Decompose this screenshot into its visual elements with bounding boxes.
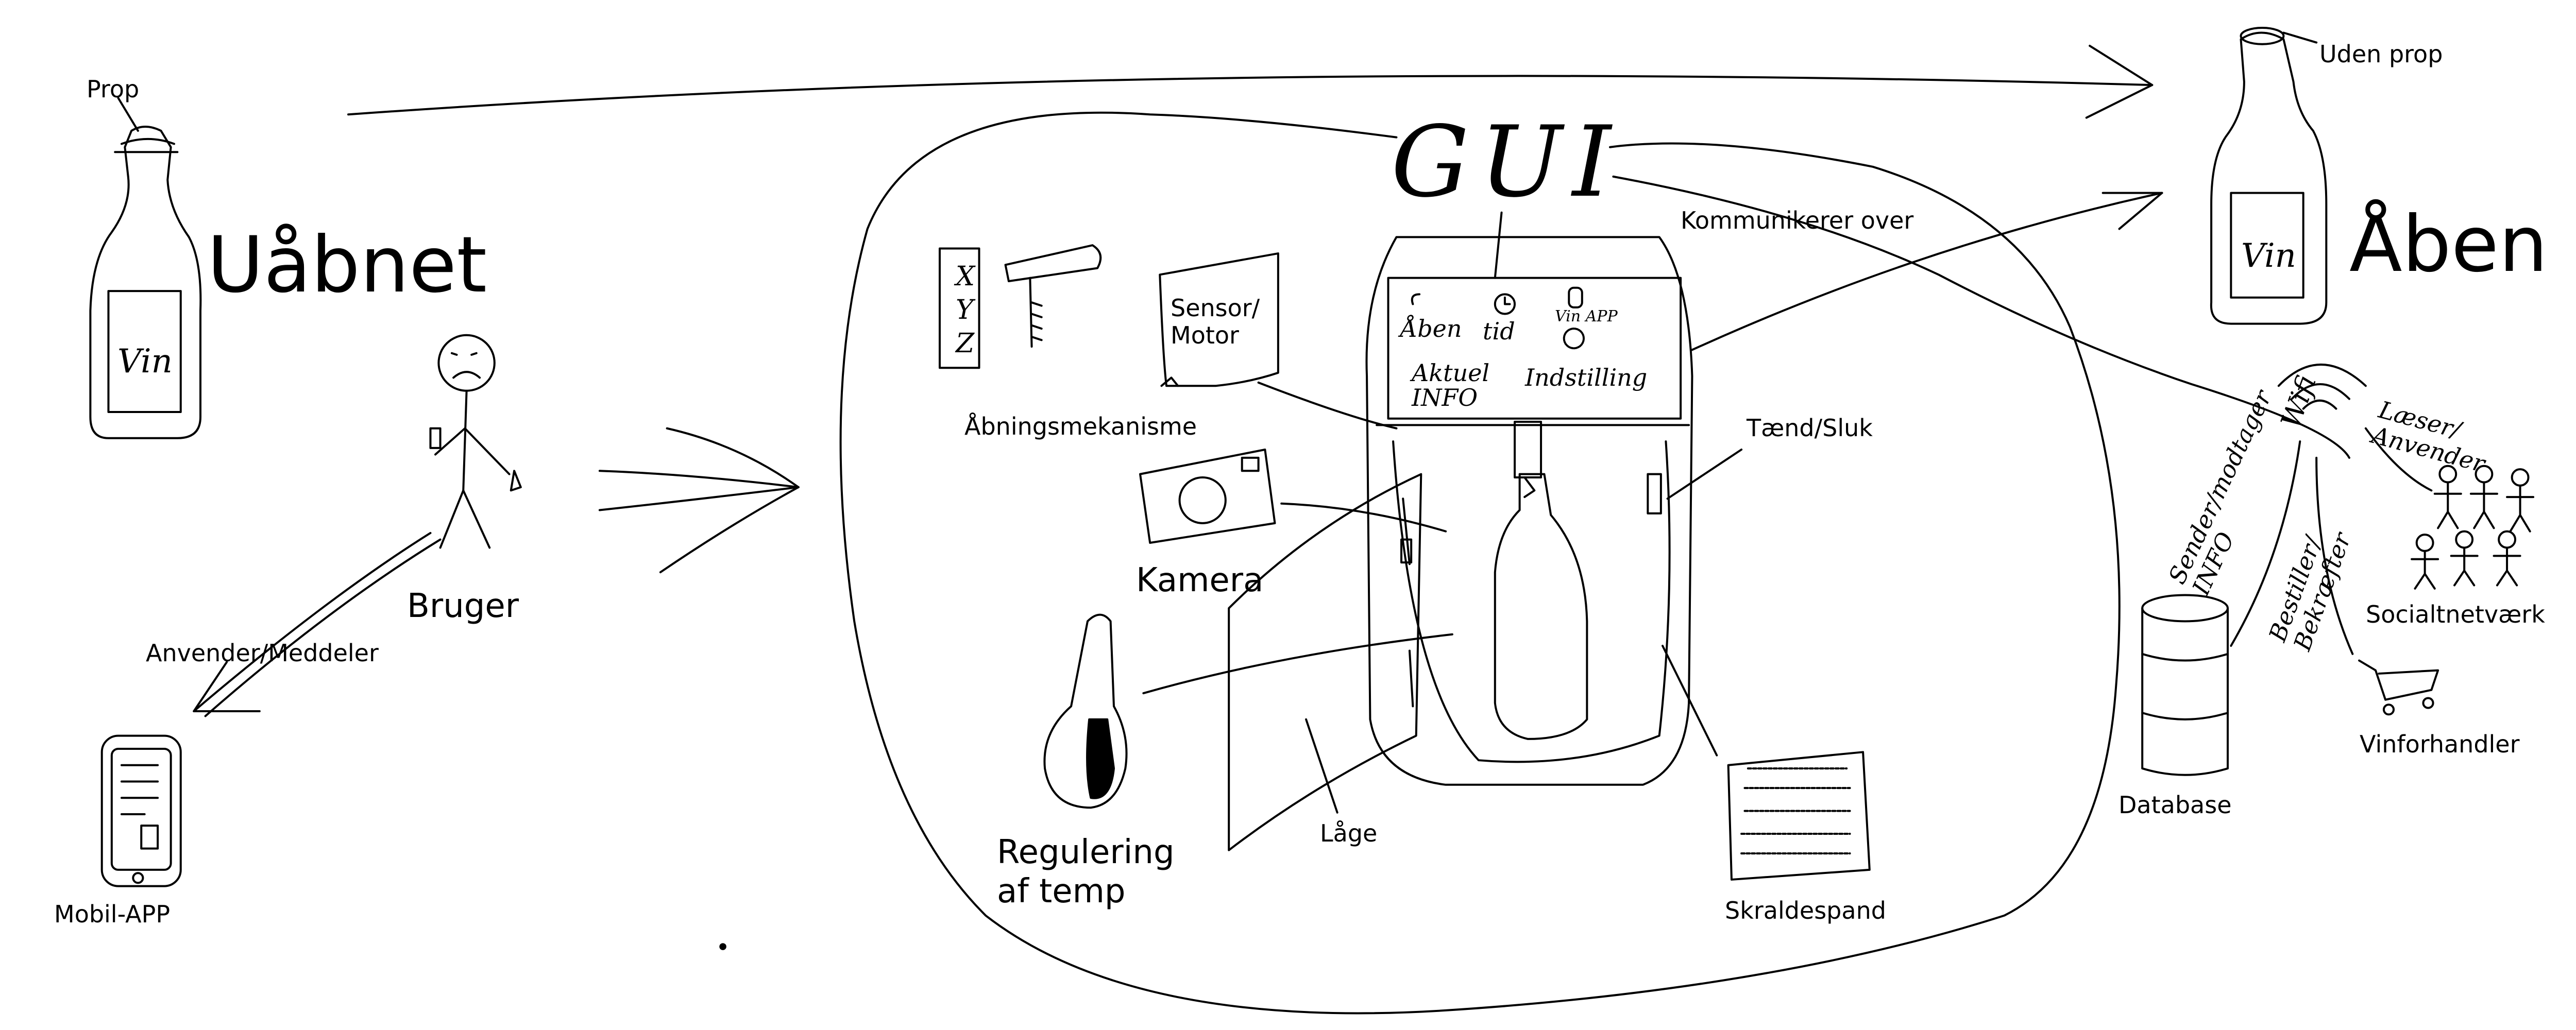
- corkscrew-icon: [1006, 245, 1101, 347]
- temp-label: Regulering af temp: [997, 833, 1175, 911]
- social-network-label: Socialtnetværk: [2366, 600, 2545, 628]
- camera-icon: [1140, 450, 1446, 543]
- cork-label: Prop: [87, 75, 140, 103]
- inner-bottle-icon: [1495, 422, 1587, 739]
- machine-input-arrow: [600, 428, 799, 572]
- screen-current-info-label: Aktuel INFO: [1412, 359, 1490, 412]
- app-label: Mobil-APP: [54, 900, 171, 928]
- user-label: Bruger: [407, 587, 519, 625]
- open-bottle-icon: [2211, 28, 2326, 324]
- door-label: Låge: [1320, 819, 1378, 847]
- screen-time-label: tid: [1483, 317, 1515, 345]
- uses-arrow: [194, 533, 440, 716]
- comm-label: Kommunikerer over: [1681, 207, 1914, 234]
- uses-label: Anvender/Meddeler: [146, 639, 379, 667]
- left-bottle-label: Vin: [117, 342, 173, 381]
- screen-vin-app-label: Vin APP: [1555, 307, 1618, 325]
- trash-bin-icon: [1663, 646, 1870, 880]
- gui-connector: [1495, 177, 2349, 458]
- unopened-bottle-icon: [90, 98, 200, 438]
- xyz-axes-icon: [940, 249, 979, 368]
- mobile-phone-icon: [102, 736, 181, 886]
- right-bottle-label: Vin: [2241, 237, 2296, 275]
- database-label: Database: [2119, 791, 2232, 819]
- retailer-label: Vinforhandler: [2360, 730, 2520, 758]
- user-figure-icon: [430, 335, 520, 548]
- sensor-motor-card: [1160, 253, 1396, 428]
- screen-open-label: Åben: [1400, 315, 1462, 342]
- door-panel: [1229, 474, 1421, 850]
- machine-enclosure: [841, 113, 2120, 1014]
- social-network-icon: [2366, 428, 2533, 589]
- camera-label: Kamera: [1136, 561, 1264, 599]
- sensor-motor-label: Sensor/ Motor: [1171, 294, 1260, 349]
- power-label: Tænd/Sluk: [1747, 414, 1873, 442]
- open-title: Åben: [2349, 200, 2548, 289]
- wifi-icon: [2279, 365, 2366, 409]
- screen-settings-label: Indstilling: [1525, 364, 1648, 391]
- bin-label: Skraldespand: [1725, 897, 1886, 924]
- opener-label: Åbningsmekanisme: [964, 413, 1197, 440]
- comm-link: [1692, 193, 2162, 350]
- power-switch-icon: [1648, 450, 1741, 513]
- database-icon: [2142, 441, 2300, 775]
- gui-title: GUI: [1391, 105, 1621, 219]
- thermometer-icon: [1044, 615, 1452, 808]
- screen-icons: [1412, 288, 1584, 348]
- shopping-cart-icon: [2316, 458, 2438, 714]
- no-cork-label: Uden prop: [2319, 40, 2443, 68]
- xyz-label: XYZ: [956, 261, 975, 359]
- unopened-title: Uåbnet: [207, 220, 487, 310]
- transform-arrow: [348, 46, 2152, 118]
